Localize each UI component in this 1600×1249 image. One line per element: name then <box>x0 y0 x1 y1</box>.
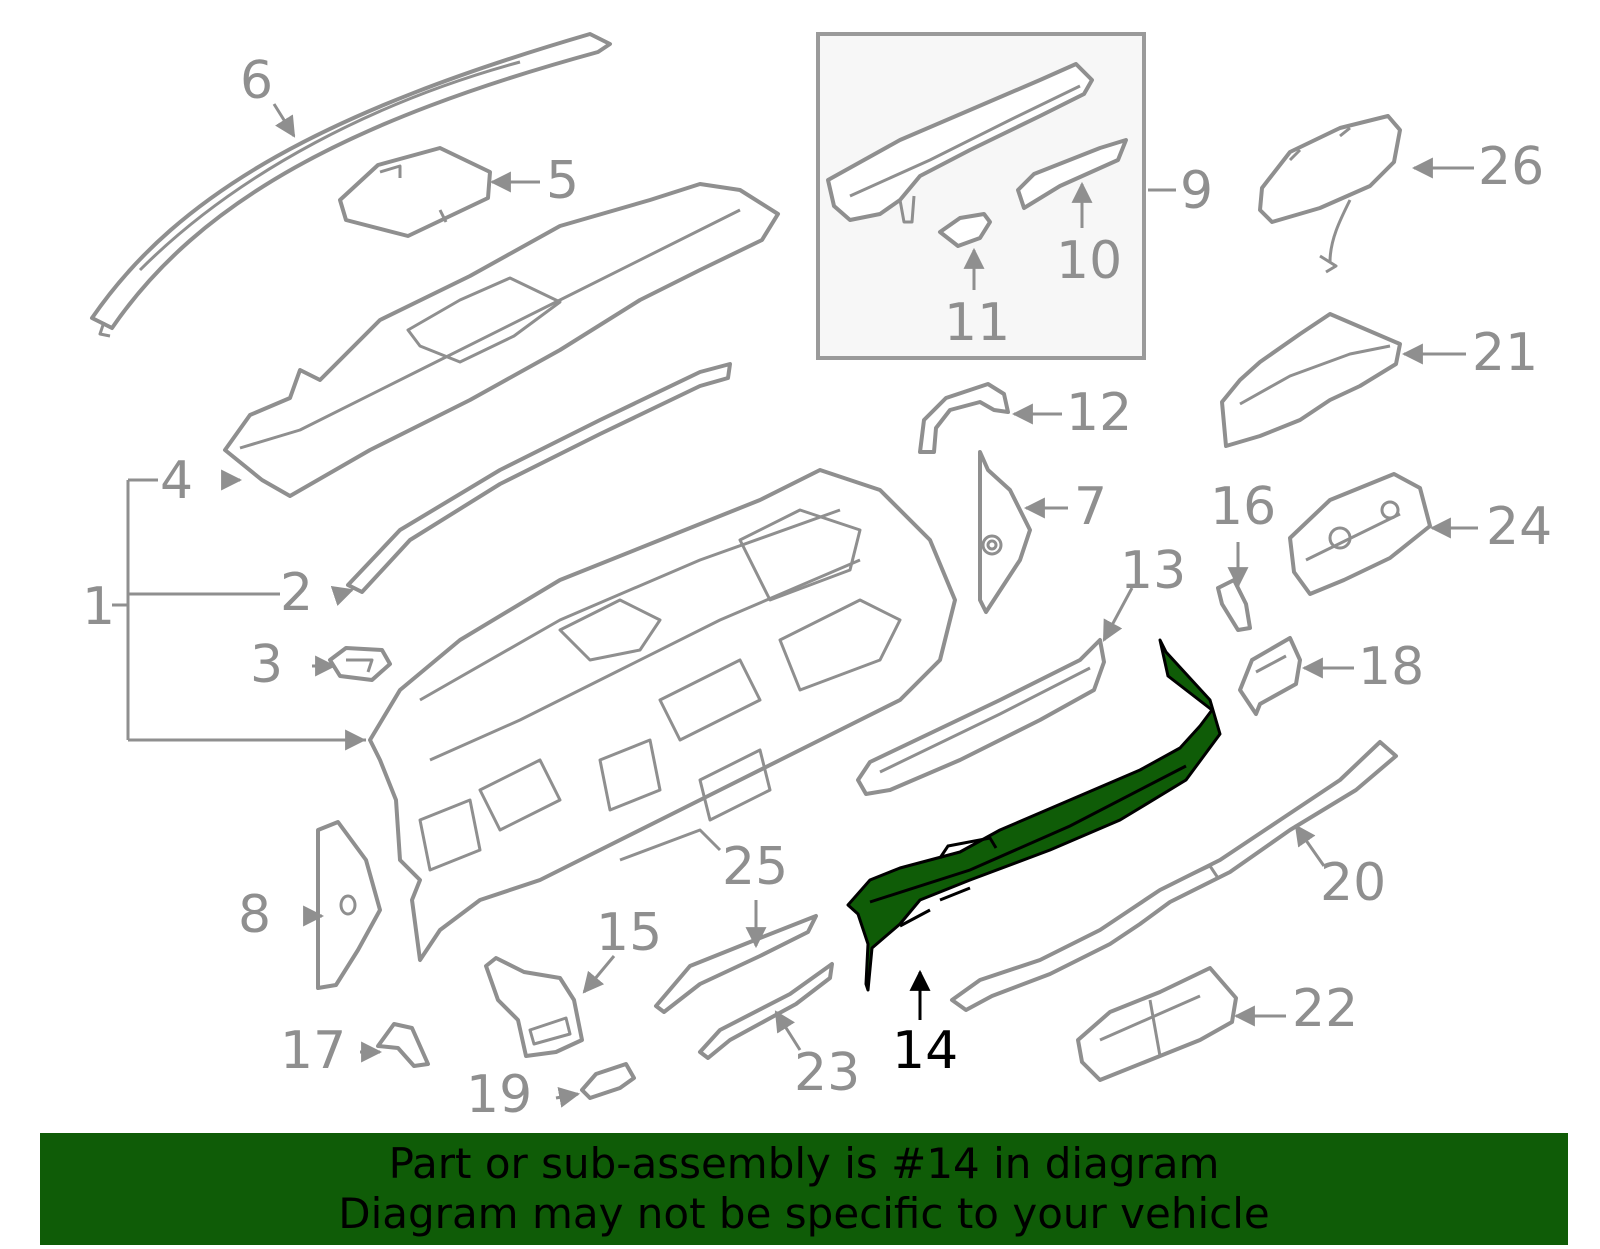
part-17-clip <box>376 1022 430 1068</box>
part-8-end-cap <box>316 820 382 990</box>
callout-1: 1 <box>82 577 115 637</box>
part-25-trim-strip <box>654 914 818 1014</box>
part-1-instrument-panel <box>368 468 957 962</box>
callout-14: 14 <box>892 1021 958 1081</box>
part-15-bracket <box>484 956 584 1058</box>
part-24-control-panel <box>1288 472 1432 596</box>
callout-4: 4 <box>160 451 193 511</box>
callout-10: 10 <box>1056 231 1122 291</box>
part-19-switch <box>580 1062 636 1100</box>
callout-15: 15 <box>596 903 662 963</box>
callout-12: 12 <box>1066 383 1132 443</box>
callout-17: 17 <box>280 1021 346 1081</box>
part-14-highlighted <box>846 638 1222 992</box>
part-7-end-cap <box>978 450 1032 614</box>
part-2-trim-strip <box>346 362 732 594</box>
callout-24: 24 <box>1486 497 1552 557</box>
part-3-bracket <box>328 646 392 682</box>
part-5-cover <box>338 146 492 238</box>
callout-21: 21 <box>1472 323 1538 383</box>
callout-9: 9 <box>1180 161 1213 221</box>
part-22-vent <box>1076 966 1238 1082</box>
callout-16: 16 <box>1210 477 1276 537</box>
callout-22: 22 <box>1292 979 1358 1039</box>
part-6-windshield-trim <box>90 32 612 338</box>
callout-8: 8 <box>238 885 271 945</box>
part-4-upper-panel <box>223 182 780 498</box>
part-13-trim-panel <box>856 638 1106 796</box>
callout-20: 20 <box>1320 853 1386 913</box>
part-21-module <box>1220 312 1402 448</box>
part-16-clip <box>1216 578 1252 632</box>
callout-19: 19 <box>466 1065 532 1125</box>
part-11-clip <box>938 212 992 248</box>
callout-7: 7 <box>1074 477 1107 537</box>
part-12-handle <box>918 382 1010 454</box>
callout-5: 5 <box>546 151 579 211</box>
callout-13: 13 <box>1120 541 1186 601</box>
banner-line-1: Part or sub-assembly is #14 in diagram <box>388 1139 1220 1188</box>
part-20-trim-strip <box>950 740 1398 1012</box>
callout-25: 25 <box>722 837 788 897</box>
callout-2: 2 <box>280 563 313 623</box>
part-26-airbag <box>1258 114 1402 274</box>
callout-3: 3 <box>250 635 283 695</box>
part-18-bracket <box>1238 636 1302 716</box>
part-23-trim-strip <box>698 962 834 1060</box>
callout-11: 11 <box>944 293 1010 353</box>
callout-6: 6 <box>240 51 273 111</box>
part-10-vent-strip <box>1016 138 1128 210</box>
group-bracket-1 <box>126 478 366 742</box>
banner-line-2: Diagram may not be specific to your vehi… <box>338 1189 1270 1238</box>
callout-26: 26 <box>1478 137 1544 197</box>
info-banner: Part or sub-assembly is #14 in diagram D… <box>40 1133 1568 1245</box>
callout-23: 23 <box>794 1043 860 1103</box>
callout-18: 18 <box>1358 637 1424 697</box>
part-9-vent-assembly <box>826 62 1094 224</box>
